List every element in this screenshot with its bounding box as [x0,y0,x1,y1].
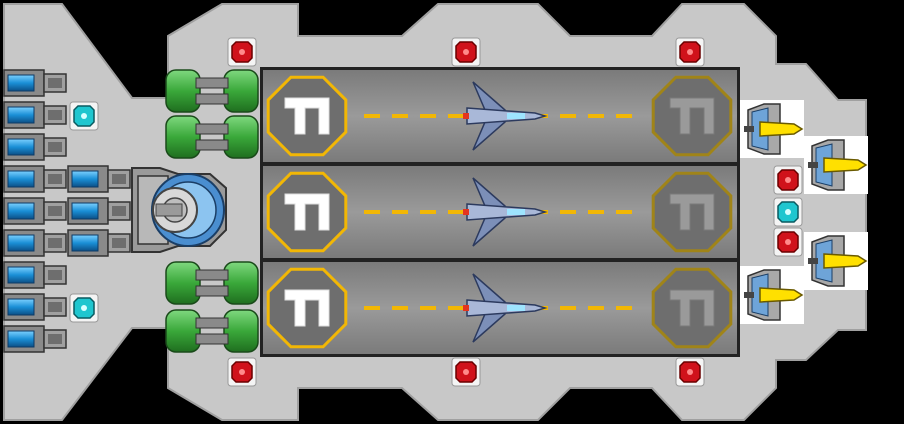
reactor-dome-icon[interactable] [131,167,227,253]
landing-pad-icon[interactable] [651,267,733,349]
sensor-node-group [69,101,803,323]
blue-thruster-icon[interactable] [3,197,67,225]
blue-thruster-icon[interactable] [3,133,67,161]
runway-lane [261,260,739,356]
blue-thruster-icon[interactable] [3,165,67,193]
green-fuel-tank-icon[interactable] [165,261,259,305]
engine-bank [3,69,131,353]
blue-thruster-icon[interactable] [3,229,67,257]
green-fuel-tank-icon[interactable] [165,115,259,159]
red-alarm-light-icon[interactable] [773,165,803,195]
blue-thruster-icon[interactable] [3,261,67,289]
red-alarm-light-icon[interactable] [451,357,481,387]
cyan-sensor-node-icon[interactable] [69,293,99,323]
yellow-laser-turret-icon[interactable] [740,266,804,324]
blue-thruster-icon[interactable] [3,293,67,321]
cyan-sensor-node-icon[interactable] [69,101,99,131]
yellow-laser-turret-icon[interactable] [740,100,804,158]
blue-thruster-icon[interactable] [67,229,131,257]
red-alarm-light-icon[interactable] [451,37,481,67]
blue-thruster-icon[interactable] [3,325,67,353]
landing-pad-icon[interactable] [266,171,348,253]
yellow-laser-turret-icon[interactable] [804,136,868,194]
red-alarm-light-icon[interactable] [675,357,705,387]
fighter-ship-icon[interactable] [463,273,548,343]
red-alarm-light-icon[interactable] [227,37,257,67]
alarm-light-group [227,37,803,387]
red-alarm-light-icon[interactable] [675,37,705,67]
blue-thruster-icon[interactable] [67,197,131,225]
runway-lane [261,68,739,164]
blue-thruster-icon[interactable] [67,165,131,193]
fighter-ship-icon[interactable] [463,81,548,151]
blue-thruster-icon[interactable] [3,69,67,97]
landing-pad-icon[interactable] [266,75,348,157]
fuel-tank-group [165,69,259,353]
blue-thruster-icon[interactable] [3,101,67,129]
turret-group [740,100,868,324]
fighter-ship-icon[interactable] [463,177,548,247]
runway-lane [261,164,739,260]
runway-group [261,68,739,356]
landing-pad-icon[interactable] [651,171,733,253]
red-alarm-light-icon[interactable] [773,227,803,257]
landing-pad-icon[interactable] [266,267,348,349]
green-fuel-tank-icon[interactable] [165,309,259,353]
red-alarm-light-icon[interactable] [227,357,257,387]
cyan-sensor-node-icon[interactable] [773,197,803,227]
yellow-laser-turret-icon[interactable] [804,232,868,290]
landing-pad-icon[interactable] [651,75,733,157]
green-fuel-tank-icon[interactable] [165,69,259,113]
